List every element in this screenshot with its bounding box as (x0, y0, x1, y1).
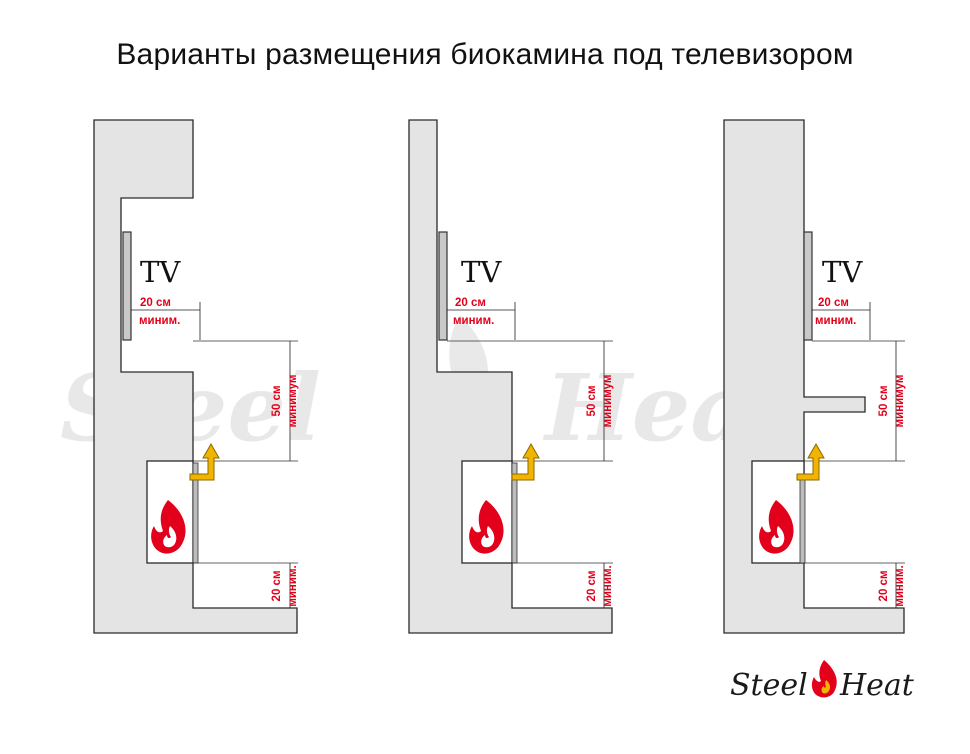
heat-arrow-icon (511, 442, 540, 481)
wall-3 (723, 119, 905, 634)
height-label-2: минимум (894, 375, 906, 428)
floor-label-2: миним. (287, 565, 299, 606)
variant-1: TV 20 см миним. 50 см минимум 20 см мини… (93, 119, 299, 634)
tv-panel-icon (803, 231, 813, 341)
variant-3: TV 20 см миним. 50 см минимум 20 см мини… (723, 119, 906, 634)
floor-label-1: 20 см (586, 571, 598, 602)
clearance-label-1: 20 см (818, 297, 849, 309)
flame-icon (151, 500, 186, 554)
flame-icon (759, 500, 794, 554)
floor-label-2: миним. (894, 565, 906, 606)
variant-2: TV 20 см миним. 50 см минимум 20 см мини… (408, 119, 614, 634)
tv-label: TV (822, 255, 863, 289)
wall-1 (93, 119, 298, 634)
tv-label: TV (140, 255, 181, 289)
tv-panel-icon (122, 231, 132, 341)
logo-text-left: Steel (730, 668, 808, 703)
clearance-label-2: миним. (453, 315, 494, 327)
clearance-label-2: миним. (815, 315, 856, 327)
wall-2 (408, 119, 613, 634)
logo-flame-icon (811, 660, 837, 698)
height-label-1: 50 см (271, 386, 283, 417)
heat-arrow-icon (796, 442, 825, 481)
clearance-label-1: 20 см (140, 297, 171, 309)
page-title: Варианты размещения биокамина под телеви… (116, 38, 854, 71)
logo-text-right: Heat (839, 668, 915, 703)
flame-icon (469, 500, 504, 554)
clearance-label-1: 20 см (455, 297, 486, 309)
height-label-2: минимум (287, 375, 299, 428)
floor-label-1: 20 см (878, 571, 890, 602)
height-label-1: 50 см (878, 386, 890, 417)
tv-label: TV (461, 255, 502, 289)
clearance-label-2: миним. (139, 315, 180, 327)
floor-label-1: 20 см (271, 571, 283, 602)
height-label-2: минимум (602, 375, 614, 428)
tv-panel-icon (438, 231, 448, 341)
height-label-1: 50 см (586, 386, 598, 417)
floor-label-2: миним. (602, 565, 614, 606)
heat-arrow-icon (189, 442, 220, 481)
firebox-glass (799, 477, 806, 564)
brand-logo: Steel Heat (730, 660, 915, 703)
